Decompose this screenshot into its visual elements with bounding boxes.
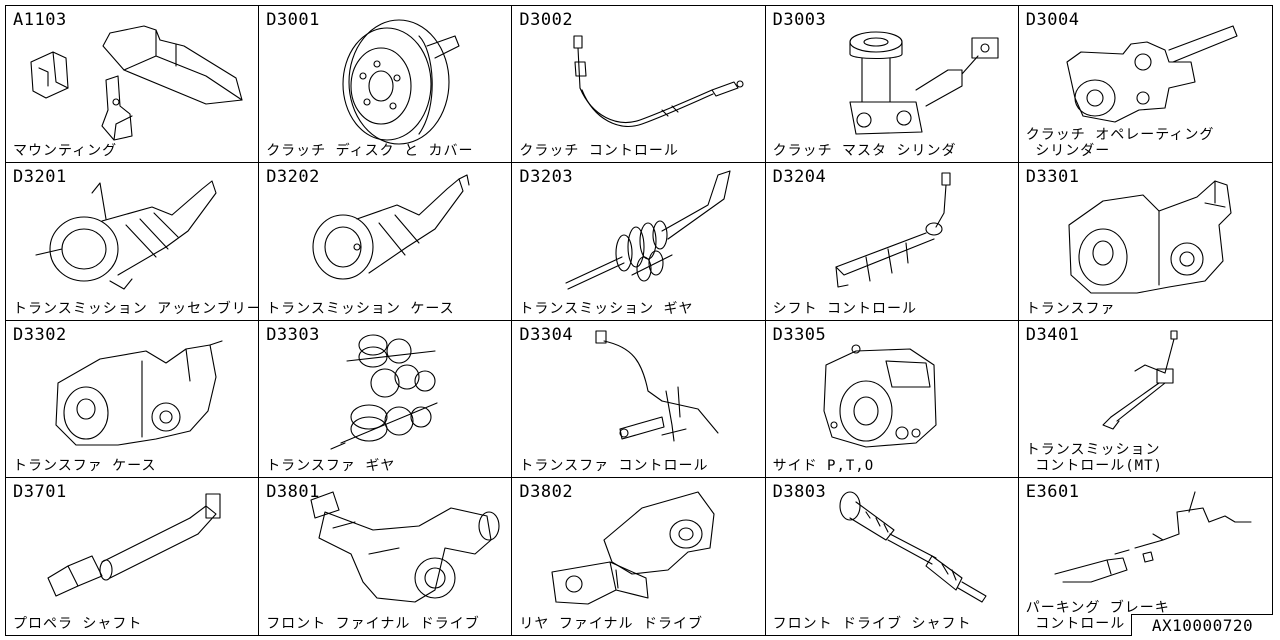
part-title: トランスファ ギヤ — [266, 457, 396, 474]
part-title: リヤ ファイナル ドライブ — [519, 616, 703, 632]
part-code: D3301 — [1025, 167, 1080, 188]
part-code: D3203 — [519, 167, 574, 188]
transfer-gear-icon — [330, 333, 438, 450]
part-code: E3601 — [1025, 481, 1080, 502]
master-cylinder-icon — [849, 31, 999, 135]
part-title: トランスミッション ギヤ — [519, 300, 694, 317]
part-code: A1103 — [13, 10, 67, 30]
part-code: D3204 — [772, 167, 827, 188]
part-title: クラッチ マスタ シリンダ — [772, 143, 957, 160]
transfer-icon — [1068, 180, 1232, 294]
part-title: マウンティング — [13, 143, 118, 160]
part-code: D3401 — [1025, 324, 1080, 345]
catalog-cell-e3601[interactable]: E3601 パーキング ブレーキ コントロール — [1019, 478, 1272, 635]
part-code: D3803 — [772, 481, 827, 502]
catalog-cell-a1103[interactable]: A1103 マウンティング — [6, 6, 260, 164]
part-title: サイド P,T,O — [772, 457, 875, 474]
catalog-cell-d3001[interactable]: D3001 クラッチ ディスク と カバー — [259, 6, 513, 164]
part-title: フロント ドライブ シャフト — [772, 616, 972, 632]
part-code: D3305 — [772, 324, 827, 345]
front-drive-shaft-icon — [839, 491, 987, 603]
part-code: D3304 — [519, 324, 574, 345]
diagram-id-label: AX10000720 — [1131, 614, 1273, 636]
part-title: パーキング ブレーキ コントロール — [1025, 600, 1170, 632]
part-title: トランスファ コントロール — [519, 457, 709, 474]
catalog-cell-d3301[interactable]: D3301 トランスファ — [1018, 163, 1272, 321]
catalog-cell-d3401[interactable]: D3401 トランスミッション コントロール(MT) — [1018, 321, 1272, 478]
catalog-cell-d3304[interactable]: D3304 トランスファ コントロール — [512, 320, 766, 478]
parts-catalog-grid: A1103 マウンティング D3001 クラッチ ディスク と カバー D300… — [5, 5, 1273, 636]
transmission-control-mt-icon — [1102, 329, 1178, 430]
part-code: D3002 — [519, 10, 574, 30]
part-title: トランスミッション コントロール(MT) — [1025, 441, 1163, 474]
transmission-gear-icon — [565, 170, 731, 290]
catalog-cell-d3303[interactable]: D3303 トランスファ ギヤ — [259, 320, 513, 478]
part-code: D3201 — [13, 167, 67, 188]
shift-control-icon — [835, 172, 951, 288]
rear-final-drive-icon — [551, 491, 715, 605]
part-title: トランスファ ケース — [13, 457, 157, 474]
part-title: シフト コントロール — [772, 300, 918, 317]
part-title: クラッチ オペレーティング シリンダー — [1025, 127, 1215, 160]
catalog-cell-d3004[interactable]: D3004 クラッチ オペレーティング シリンダー — [1018, 6, 1272, 164]
catalog-cell-d3803[interactable]: D3803 フロント ドライブ シャフト — [766, 477, 1019, 635]
catalog-cell-d3203[interactable]: D3203 トランスミッション ギヤ — [512, 163, 766, 321]
transfer-case-icon — [55, 339, 223, 446]
part-code: D3701 — [13, 481, 67, 502]
catalog-cell-d3302[interactable]: D3302 トランスファ ケース — [6, 320, 260, 478]
part-title: クラッチ ディスク と カバー — [266, 143, 474, 160]
catalog-cell-d3802[interactable]: D3802 リヤ ファイナル ドライブ — [512, 477, 766, 635]
clutch-cable-icon — [573, 35, 744, 127]
catalog-cell-d3201[interactable]: D3201 トランスミッション アッセンブリー — [6, 163, 260, 321]
part-code: D3802 — [519, 481, 574, 502]
part-code: D3202 — [266, 167, 320, 188]
part-title: クラッチ コントロール — [519, 143, 679, 160]
transmission-case-icon — [312, 174, 470, 280]
transfer-control-icon — [595, 329, 719, 442]
operating-cylinder-icon — [1066, 25, 1238, 123]
catalog-cell-d3801[interactable]: D3801 フロント ファイナル ドライブ — [259, 477, 513, 635]
clutch-disc-icon — [342, 19, 460, 145]
part-code: D3302 — [13, 324, 67, 345]
catalog-cell-d3003[interactable]: D3003 クラッチ マスタ シリンダ — [765, 6, 1019, 164]
catalog-cell-d3305[interactable]: D3305 サイド P,T,O — [765, 320, 1019, 478]
part-title: トランスファ — [1025, 300, 1116, 317]
part-title: トランスミッション ケース — [266, 300, 455, 317]
front-final-drive-icon — [310, 491, 500, 603]
mounting-bracket-icon — [30, 25, 243, 141]
part-title: フロント ファイナル ドライブ — [266, 616, 480, 632]
transmission-assembly-icon — [35, 180, 217, 290]
part-code: D3303 — [266, 324, 320, 345]
catalog-cell-d3204[interactable]: D3204 シフト コントロール — [765, 163, 1019, 321]
part-title: プロペラ シャフト — [13, 616, 143, 632]
part-code: D3801 — [266, 481, 320, 502]
catalog-cell-d3002[interactable]: D3002 クラッチ コントロール — [512, 6, 766, 164]
part-code: D3003 — [772, 10, 827, 30]
part-code: D3001 — [266, 10, 320, 30]
catalog-cell-d3202[interactable]: D3202 トランスミッション ケース — [259, 163, 513, 321]
propeller-shaft-icon — [47, 493, 221, 597]
part-code: D3004 — [1025, 10, 1080, 30]
side-pto-icon — [823, 343, 937, 448]
part-title: トランスミッション アッセンブリー — [13, 300, 260, 317]
parking-brake-icon — [1054, 491, 1252, 583]
catalog-cell-d3701[interactable]: D3701 プロペラ シャフト — [6, 477, 260, 635]
